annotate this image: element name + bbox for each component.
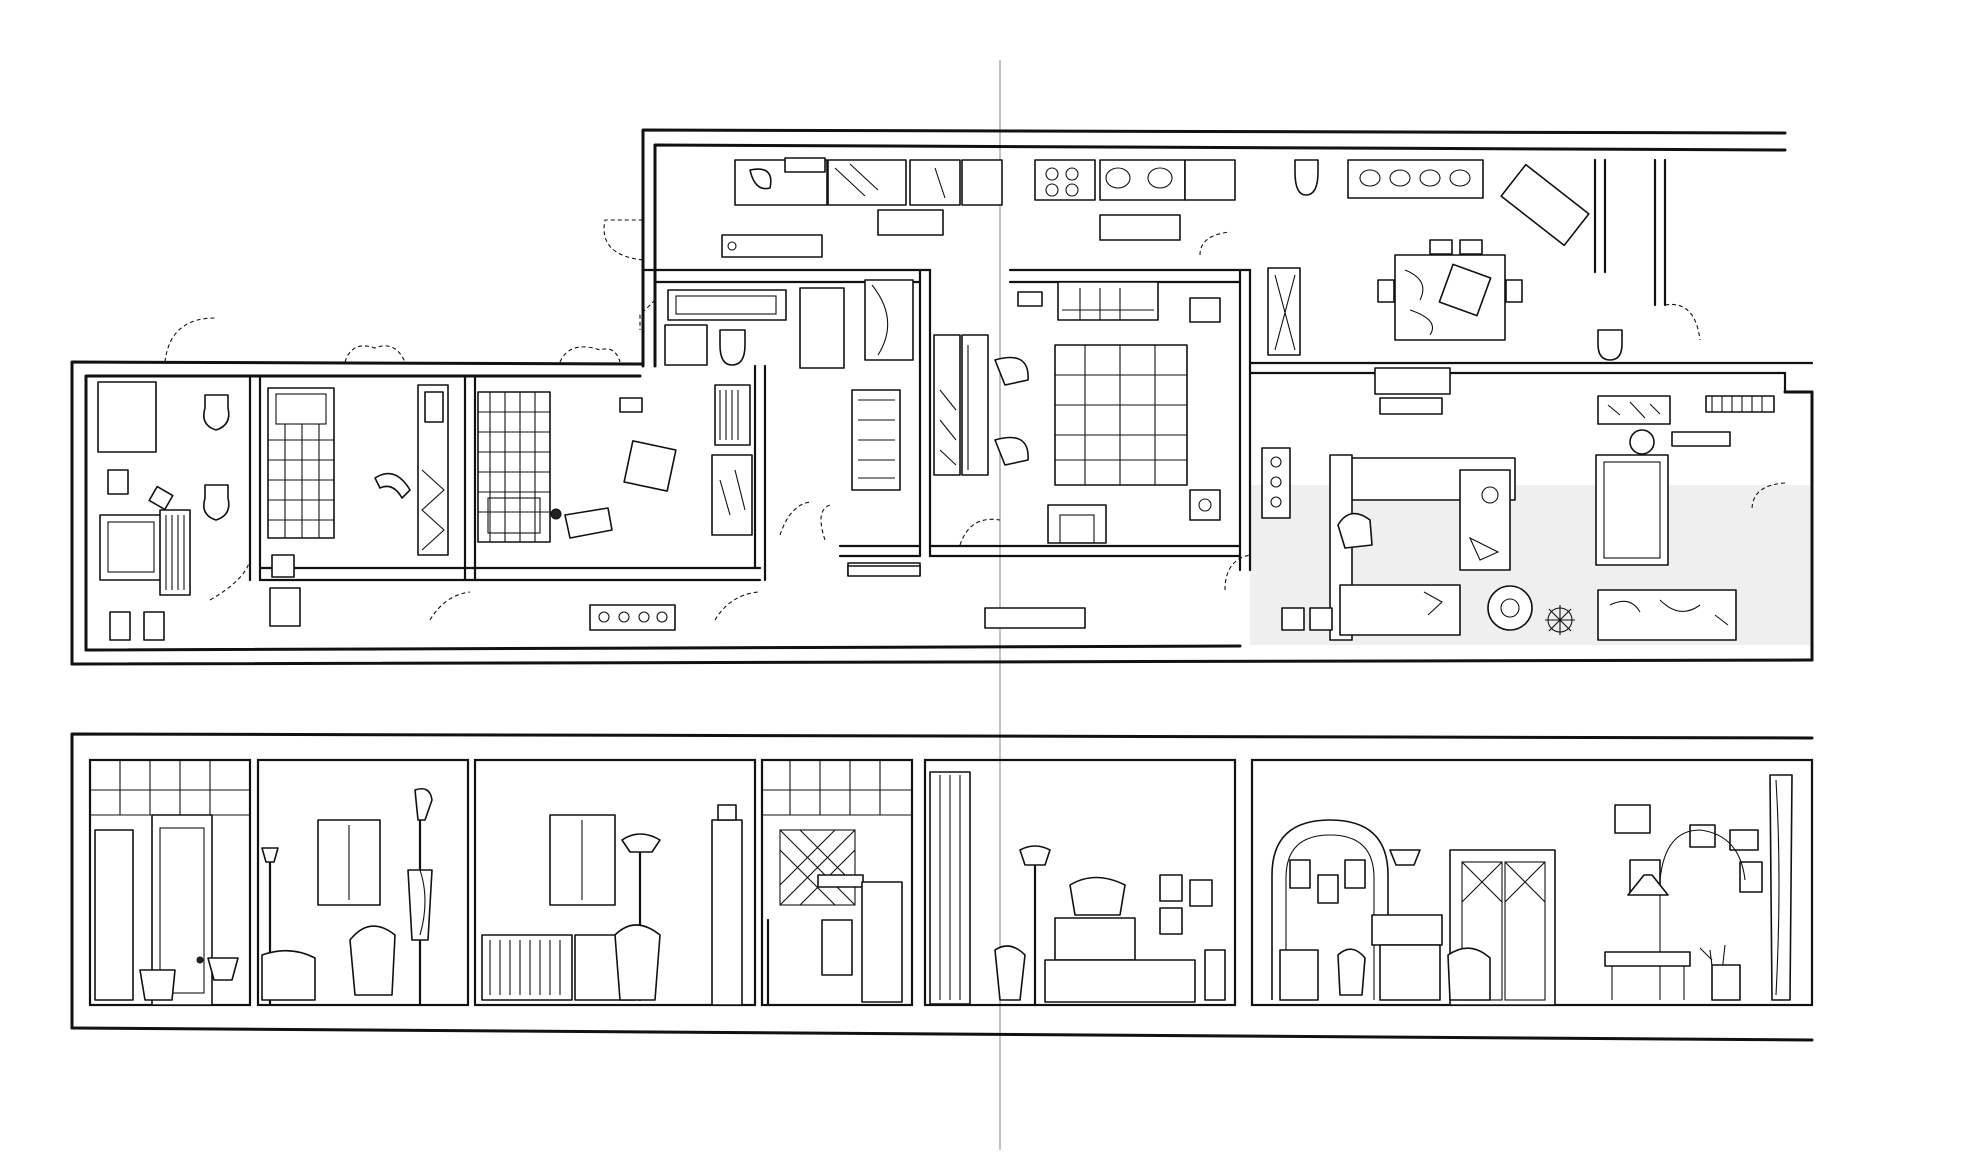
elevation-living-room bbox=[1271, 774, 1793, 1006]
plan-laundry bbox=[664, 279, 921, 576]
plan-hallway bbox=[847, 565, 1086, 629]
plan-outer-walls bbox=[70, 128, 1814, 666]
plan-bathroom bbox=[97, 381, 230, 641]
plan-master-bedroom bbox=[1047, 267, 1301, 544]
door-swings bbox=[164, 219, 1786, 621]
plan-child-room bbox=[477, 384, 753, 631]
elevation-laundry bbox=[762, 760, 912, 1007]
elevation-bedroom bbox=[261, 787, 433, 1007]
plan-dining-room bbox=[1294, 159, 1623, 361]
elevation-child-room bbox=[481, 804, 743, 1006]
plan-living-room bbox=[1261, 367, 1775, 641]
plan-kitchen-corridor bbox=[721, 157, 1236, 258]
elevation-frame bbox=[70, 732, 1814, 1042]
plan-closet bbox=[933, 291, 1043, 476]
elevation-bathroom bbox=[90, 760, 250, 1006]
plan-bedroom-small bbox=[267, 384, 449, 627]
elevation-master-bedroom bbox=[929, 771, 1226, 1007]
